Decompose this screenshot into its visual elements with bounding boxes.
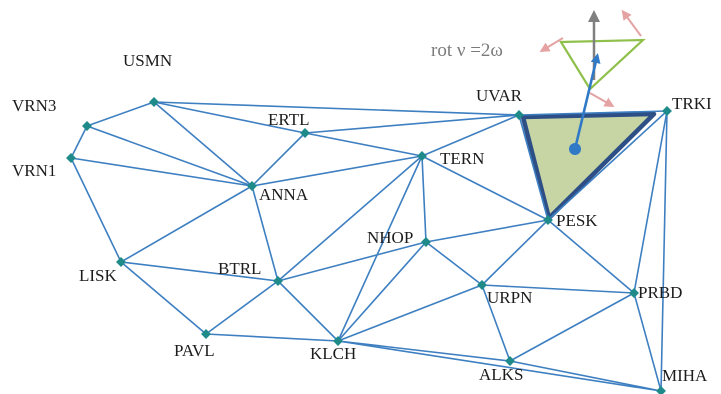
station-marker-klch	[333, 336, 343, 346]
edge-uvar-trki	[518, 110, 668, 116]
rotation-illustration: rot ν =2ω	[431, 9, 646, 155]
station-label-alks: ALKS	[479, 365, 523, 384]
station-label-pesk: PESK	[556, 211, 598, 230]
edge-btrl-nhop	[277, 241, 427, 282]
edge-usmn-uvar	[153, 101, 520, 116]
station-marker-tern	[417, 151, 427, 161]
edge-usmn-ertl	[153, 101, 306, 134]
edge-nhop-klch	[337, 241, 427, 342]
station-label-vrn3: VRN3	[12, 96, 56, 115]
edge-urpn-alks	[481, 284, 511, 362]
edge-vrn1-lisk	[70, 157, 122, 263]
edge-lisk-anna	[120, 185, 253, 263]
station-label-tern: TERN	[440, 149, 484, 168]
station-label-miha: MIHA	[662, 366, 708, 385]
station-marker-usmn	[149, 97, 159, 107]
edge-pavl-klch	[205, 333, 339, 342]
station-label-lisk: LISK	[79, 266, 118, 285]
station-label-btrl: BTRL	[218, 259, 261, 278]
edge-pesk-uvar	[518, 114, 549, 221]
station-marker-vrn1	[66, 153, 76, 163]
edge-trki-prbd	[633, 110, 668, 294]
edge-tern-pesk	[421, 155, 549, 221]
edge-anna-btrl	[251, 185, 279, 282]
station-marker-urpn	[477, 280, 487, 290]
station-label-urpn: URPN	[487, 288, 532, 307]
pink-arrow-top	[621, 9, 642, 37]
edge-tern-btrl	[277, 155, 423, 282]
station-marker-alks	[505, 356, 515, 366]
edge-tern-uvar	[421, 114, 520, 157]
station-label-pavl: PAVL	[174, 341, 215, 360]
edge-vrn1-anna	[70, 157, 253, 187]
edge-vrn3-vrn1	[70, 125, 88, 159]
edge-usmn-anna	[153, 101, 253, 187]
edge-klch-alks	[337, 340, 511, 362]
edge-pesk-prbd	[547, 219, 635, 294]
edge-btrl-klch	[277, 280, 339, 342]
station-label-trki: TRKI	[672, 94, 712, 113]
station-label-prbd: PRBD	[638, 283, 682, 302]
rotated-triangle	[559, 38, 646, 91]
station-label-ertl: ERTL	[268, 110, 309, 129]
edge-urpn-pesk	[481, 219, 549, 286]
station-label-uvar: UVAR	[476, 86, 523, 105]
station-marker-trki	[662, 106, 672, 116]
edge-lisk-btrl	[120, 261, 279, 282]
edge-urpn-prbd	[481, 284, 635, 294]
station-label-klch: KLCH	[310, 344, 356, 363]
edge-alks-miha	[509, 360, 662, 392]
edge-trki-miha	[660, 110, 668, 392]
station-marker-anna	[247, 181, 257, 191]
station-marker-miha	[656, 386, 666, 394]
highlighted-triangle	[520, 111, 657, 221]
station-marker-prbd	[629, 288, 639, 298]
edge-pavl-btrl	[205, 280, 279, 335]
edge-nhop-urpn	[425, 241, 483, 286]
triangle-centroid	[569, 143, 581, 155]
network-nodes	[66, 97, 672, 394]
station-label-anna: ANNA	[259, 185, 309, 204]
pink-arrow-left	[539, 37, 564, 53]
edge-anna-ertl	[251, 132, 306, 187]
station-marker-ertl	[300, 128, 310, 138]
rotation-vector-arrow	[573, 53, 601, 150]
edge-klch-miha	[337, 340, 662, 392]
station-marker-nhop	[421, 237, 431, 247]
edge-klch-urpn	[337, 284, 483, 342]
edge-tern-nhop	[421, 155, 427, 243]
edge-vrn3-anna	[86, 125, 253, 187]
edge-anna-tern	[251, 155, 423, 187]
pink-arrow-bottom	[589, 92, 615, 107]
edge-prbd-miha	[633, 292, 662, 392]
station-label-nhop: NHOP	[367, 228, 413, 247]
station-marker-btrl	[273, 276, 283, 286]
edge-ertl-tern	[304, 132, 423, 157]
edge-ertl-uvar	[304, 114, 520, 134]
station-marker-pavl	[201, 329, 211, 339]
rotation-formula: rot ν =2ω	[431, 40, 503, 61]
network-edges	[70, 101, 668, 392]
station-label-usmn: USMN	[123, 51, 172, 70]
edge-pesk-trki	[547, 110, 668, 221]
station-label-vrn1: VRN1	[12, 161, 56, 180]
edge-nhop-pesk	[425, 219, 549, 243]
station-marker-pesk	[543, 215, 553, 225]
edge-alks-prbd	[509, 292, 635, 362]
edge-lisk-pavl	[120, 261, 207, 335]
station-marker-uvar	[514, 110, 524, 120]
station-marker-vrn3	[82, 121, 92, 131]
edge-usmn-vrn3	[86, 101, 155, 127]
edge-tern-klch	[337, 155, 423, 342]
